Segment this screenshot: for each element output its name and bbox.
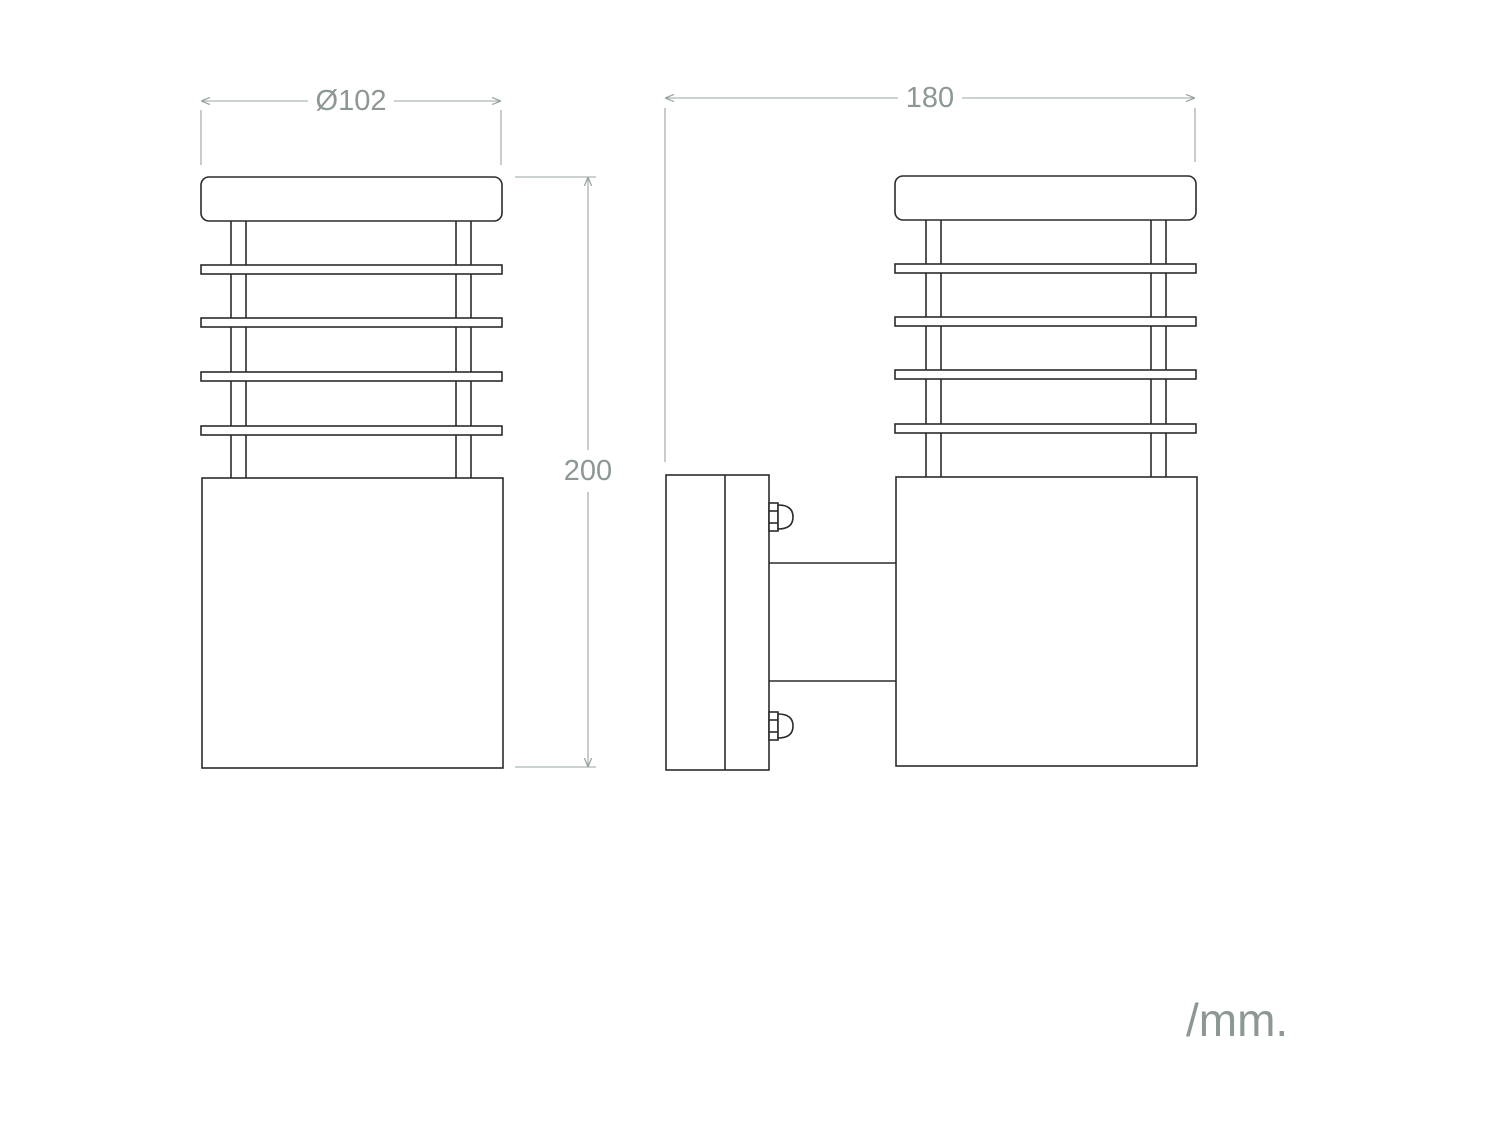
front-louver-2 (200, 317, 503, 328)
side-louver-2 (894, 316, 1197, 327)
screw-bottom (768, 711, 794, 741)
height-label: 200 (564, 455, 612, 487)
front-view (200, 176, 504, 769)
wall-plate (665, 474, 770, 771)
side-louver-1 (894, 263, 1197, 274)
front-post-left (230, 218, 247, 482)
side-body (895, 476, 1198, 767)
side-post-left (925, 218, 942, 480)
side-view (665, 175, 1198, 771)
dimension-depth: 180 (664, 82, 1196, 462)
dimension-diameter: Ø102 (200, 85, 502, 165)
unit-label: /mm. (1186, 994, 1288, 1046)
front-body (201, 477, 504, 769)
front-post-right (455, 218, 472, 482)
depth-label: 180 (906, 82, 954, 114)
front-louver-4 (200, 425, 503, 436)
side-cap (894, 175, 1197, 221)
side-louver-4 (894, 423, 1197, 434)
diameter-label: Ø102 (316, 85, 387, 117)
front-cap (200, 176, 503, 222)
side-louver-3 (894, 369, 1197, 380)
dimension-height: 200 (515, 176, 612, 768)
front-louver-1 (200, 264, 503, 275)
screw-top (768, 502, 794, 532)
side-post-right (1150, 218, 1167, 480)
front-louver-3 (200, 371, 503, 382)
